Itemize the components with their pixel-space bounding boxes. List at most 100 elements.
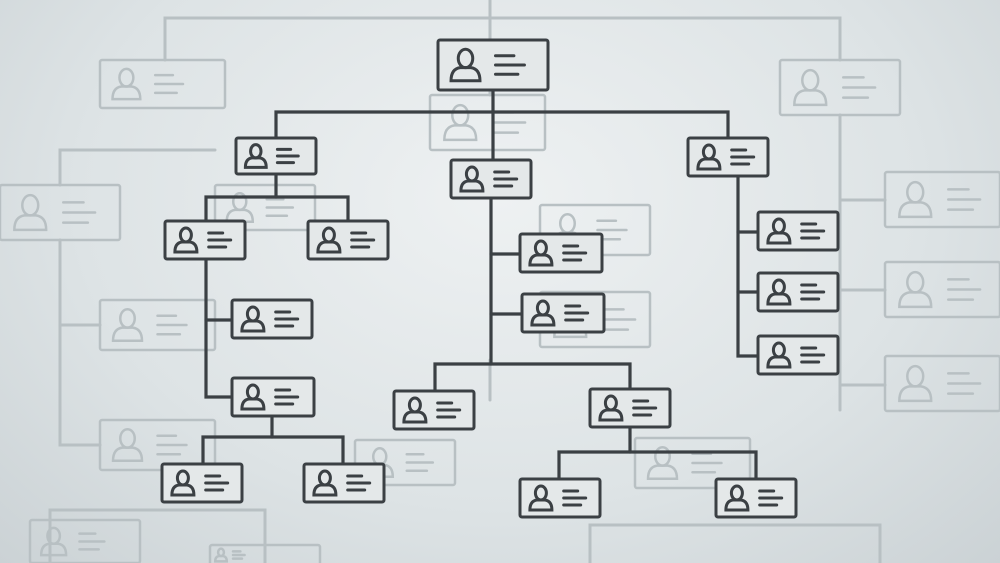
card-frame [588, 387, 672, 429]
employee-card [306, 219, 390, 261]
text-lines-icon [274, 388, 300, 406]
text-lines-icon [602, 308, 637, 331]
person-avatar-icon [766, 217, 792, 245]
person-avatar-icon [898, 180, 933, 219]
text-lines-icon [493, 170, 519, 188]
person-avatar-icon [402, 396, 428, 424]
card-frame [686, 136, 770, 178]
connector-line [201, 435, 345, 466]
employee-card [392, 389, 476, 431]
connector-line [274, 110, 730, 140]
text-lines-icon [564, 304, 590, 322]
employee-card [302, 462, 386, 504]
card-frame [28, 518, 142, 563]
person-avatar-icon [39, 526, 68, 557]
text-lines-icon [153, 73, 185, 95]
text-lines-icon [842, 76, 877, 99]
person-avatar-icon [170, 469, 196, 497]
person-avatar-icon [528, 484, 554, 512]
text-lines-icon [265, 197, 295, 218]
card-frame [0, 183, 122, 242]
text-lines-icon [800, 283, 826, 301]
faint-card [0, 183, 122, 242]
connector-line [557, 450, 758, 481]
employee-card [230, 298, 314, 340]
connector-line [204, 195, 350, 223]
person-avatar-icon [793, 68, 828, 107]
card-frame [883, 170, 1000, 229]
card-frame [756, 271, 840, 313]
text-lines-icon [492, 111, 527, 134]
employee-card [163, 219, 247, 261]
faint-card [98, 58, 227, 110]
text-lines-icon [758, 489, 784, 507]
text-lines-icon [207, 231, 233, 249]
text-lines-icon [405, 452, 435, 473]
person-avatar-icon [316, 226, 342, 254]
connector-lines [201, 88, 760, 481]
person-avatar-icon [724, 484, 750, 512]
faint-connector [588, 523, 882, 563]
card-frame [213, 183, 317, 232]
faint-connector [48, 508, 267, 563]
person-avatar-icon [459, 165, 485, 193]
person-avatar-icon [766, 278, 792, 306]
card-frame [883, 260, 1000, 319]
manager-card-right [686, 136, 770, 178]
text-lines-icon [436, 401, 462, 419]
faint-card [428, 93, 547, 152]
person-avatar-icon [528, 239, 554, 267]
text-lines-icon [350, 231, 376, 249]
person-avatar-icon [111, 307, 144, 343]
employee-card [756, 271, 840, 313]
faint-card [883, 260, 1000, 319]
manager-card-left [234, 136, 318, 176]
text-lines-icon [494, 54, 526, 76]
text-lines-icon [275, 147, 300, 165]
person-avatar-icon [173, 226, 199, 254]
employee-card [756, 334, 840, 376]
text-lines-icon [562, 489, 588, 507]
text-lines-icon [231, 550, 246, 560]
card-frame [633, 436, 752, 490]
employee-card [230, 376, 316, 418]
text-lines-icon [62, 201, 97, 224]
person-avatar-icon [766, 341, 792, 369]
card-frame [756, 210, 840, 252]
text-lines-icon [346, 474, 372, 492]
card-frame [98, 58, 227, 110]
text-lines-icon [730, 148, 756, 166]
faint-card [778, 58, 902, 117]
person-avatar-icon [111, 427, 144, 463]
text-lines-icon [947, 188, 982, 211]
employee-card [518, 477, 602, 519]
card-frame [883, 354, 1000, 413]
text-lines-icon [204, 474, 230, 492]
card-frame [163, 219, 247, 261]
connector-line [433, 362, 632, 393]
employee-card [520, 292, 606, 334]
card-frame [518, 232, 604, 274]
person-avatar-icon [213, 547, 229, 563]
faint-card [883, 170, 1000, 229]
faint-card [633, 436, 752, 490]
person-avatar-icon [646, 445, 679, 481]
text-lines-icon [274, 310, 300, 328]
text-lines-icon [156, 314, 188, 336]
employee-card [714, 477, 798, 519]
card-frame [714, 477, 798, 519]
faint-connector [58, 148, 217, 187]
person-avatar-icon [696, 143, 722, 171]
faint-connector [58, 238, 102, 447]
text-lines-icon [800, 346, 826, 364]
card-frame [520, 292, 606, 334]
person-avatar-icon [443, 103, 478, 142]
text-lines-icon [947, 278, 982, 301]
employee-card [160, 462, 244, 504]
person-avatar-icon [530, 299, 556, 327]
card-frame [160, 462, 244, 504]
card-frame [306, 219, 390, 261]
card-frame [778, 58, 902, 117]
faint-card [883, 354, 1000, 413]
